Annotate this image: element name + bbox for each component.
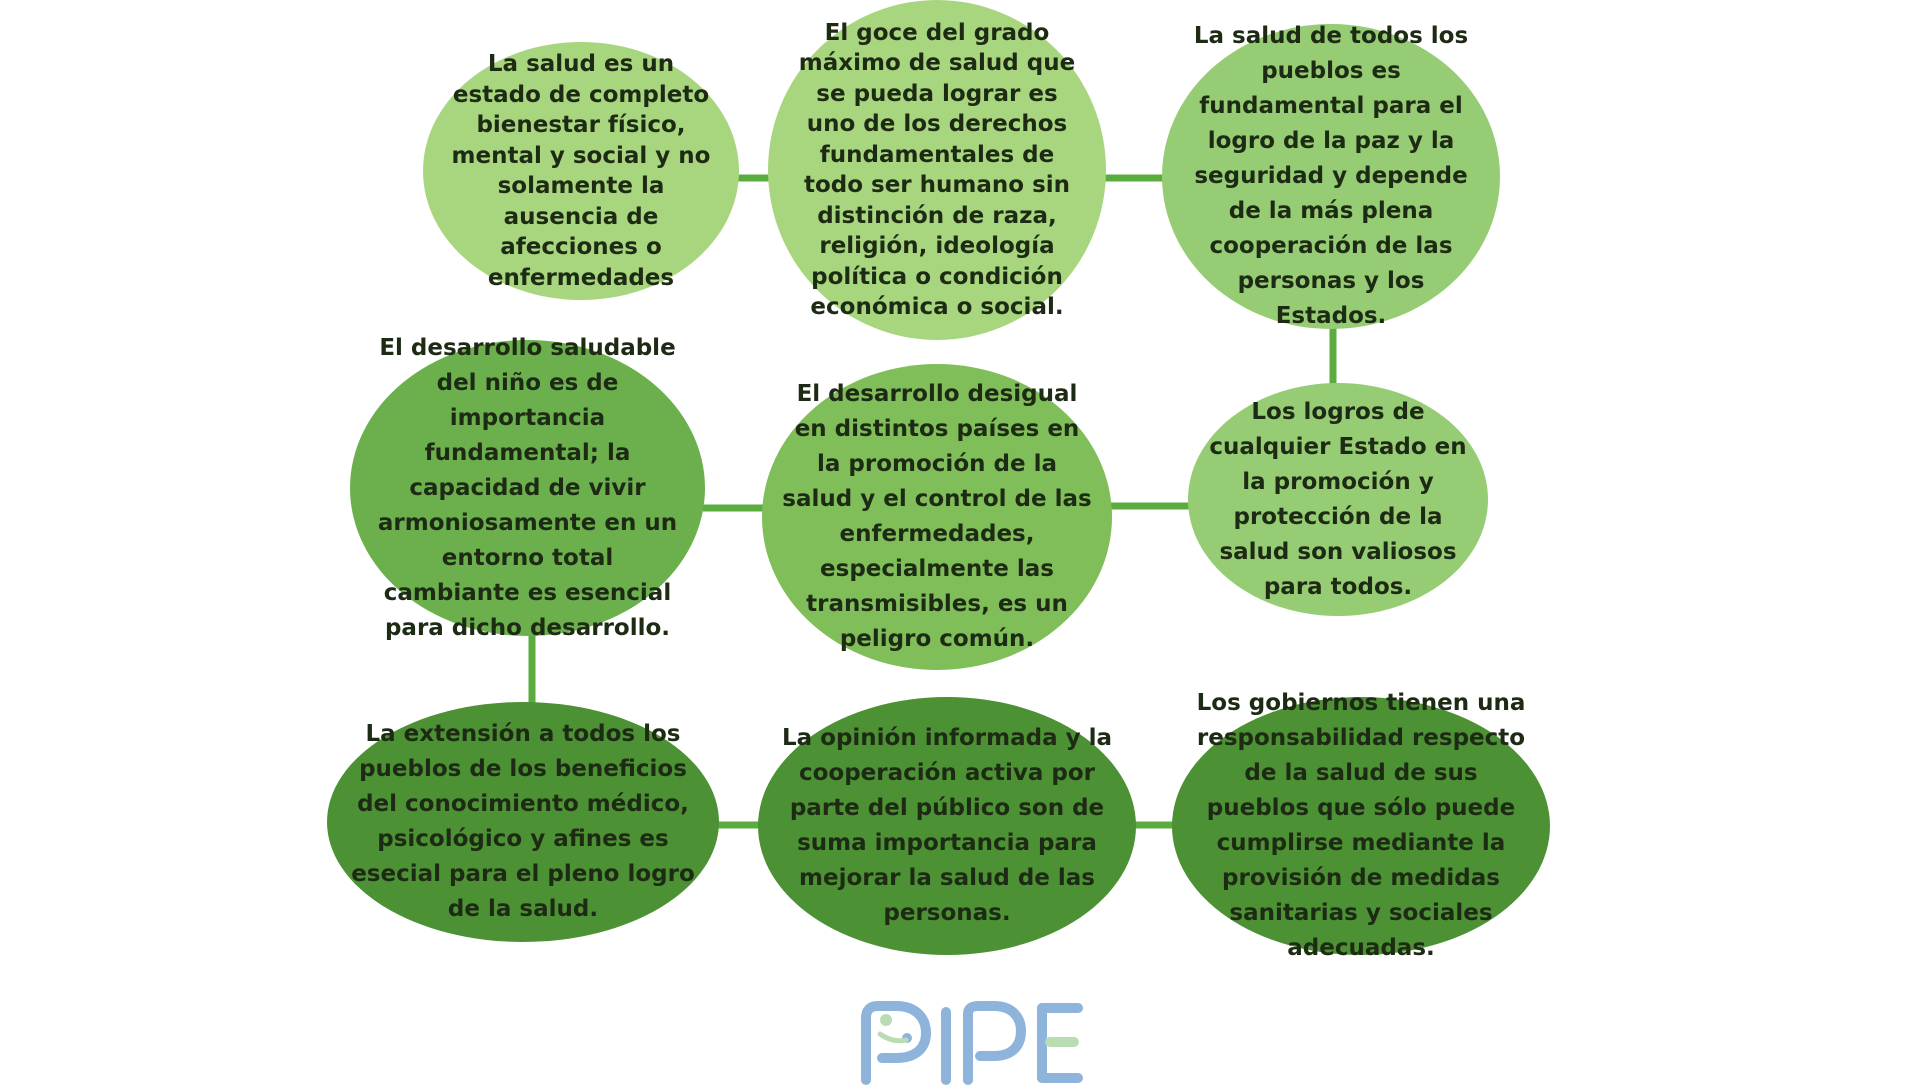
pipe-logo-icon	[861, 1001, 1083, 1085]
node-text: Los logros de cualquier Estado en la pro…	[1209, 398, 1467, 600]
node-conocimiento-medico: La extensión a todos los pueblos de los …	[327, 702, 719, 942]
node-text: La salud es un estado de completo bienes…	[451, 51, 711, 291]
node-desarrollo-desigual: El desarrollo desigual en distintos país…	[762, 364, 1112, 670]
node-text: La opinión informada y la cooperación ac…	[781, 725, 1113, 926]
node-paz-seguridad: La salud de todos los pueblos es fundame…	[1162, 23, 1500, 329]
node-responsabilidad-gobiernos: Los gobiernos tienen una responsabilidad…	[1172, 690, 1550, 961]
node-logros-estado: Los logros de cualquier Estado en la pro…	[1188, 383, 1488, 616]
node-text: La extensión a todos los pueblos de los …	[351, 721, 695, 922]
node-salud-definicion: La salud es un estado de completo bienes…	[423, 42, 739, 300]
node-text: El goce del grado máximo de salud que se…	[798, 19, 1076, 321]
node-derecho-fundamental: El goce del grado máximo de salud que se…	[768, 0, 1106, 340]
node-opinion-informada: La opinión informada y la cooperación ac…	[758, 697, 1136, 955]
node-text: Los gobiernos tienen una responsabilidad…	[1196, 690, 1526, 961]
node-text: El desarrollo desigual en distintos país…	[782, 381, 1092, 652]
node-desarrollo-nino: El desarrollo saludable del niño es de i…	[350, 335, 705, 641]
node-text: El desarrollo saludable del niño es de i…	[377, 334, 678, 641]
node-text: La salud de todos los pueblos es fundame…	[1193, 23, 1469, 329]
